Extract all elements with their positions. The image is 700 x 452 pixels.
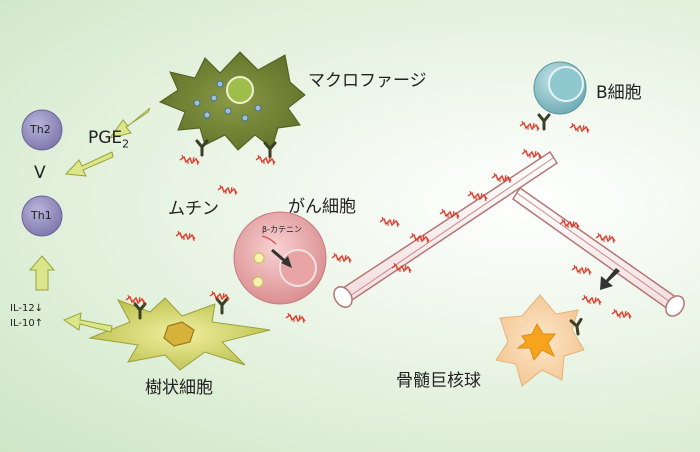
arrows [28,107,151,333]
cancer-cell-label: がん細胞 [288,197,356,217]
arrow-dendritic-to-il [62,312,113,333]
macrophage-cell [158,51,306,159]
pge2-label: PGE2 [88,128,129,150]
arrow-macrophage-to-pge2 [108,107,151,139]
th-comparison-symbol: V [34,163,46,183]
b-cell-label: B細胞 [596,83,642,103]
cancer-cell [233,211,327,305]
pge2-main: PGE [88,128,123,148]
b-cell [533,61,587,131]
macrophage-label: マクロファージ [308,71,427,91]
megakaryocyte-label: 骨髄巨核球 [396,371,481,391]
th1-cell [21,195,63,237]
il10-label: IL-10↑ [10,318,44,329]
beta-catenin-label: β-カテニン [262,225,302,234]
il12-label: IL-12↓ [10,303,44,314]
pge2-subscript: 2 [122,137,130,151]
arrow-pge2-to-th2 [64,151,114,177]
arrow-to-th1 [28,255,56,291]
mucin-label: ムチン [168,199,219,219]
th1-label: Th1 [31,209,52,222]
megakaryocyte-cell [495,294,585,387]
dendritic-cell [88,297,271,371]
arrow-to-megakaryocyte [600,268,620,290]
th2-label: Th2 [30,123,51,136]
th2-cell [21,109,63,151]
dendritic-cell-label: 樹状細胞 [145,378,213,398]
blood-vessels [333,150,685,317]
